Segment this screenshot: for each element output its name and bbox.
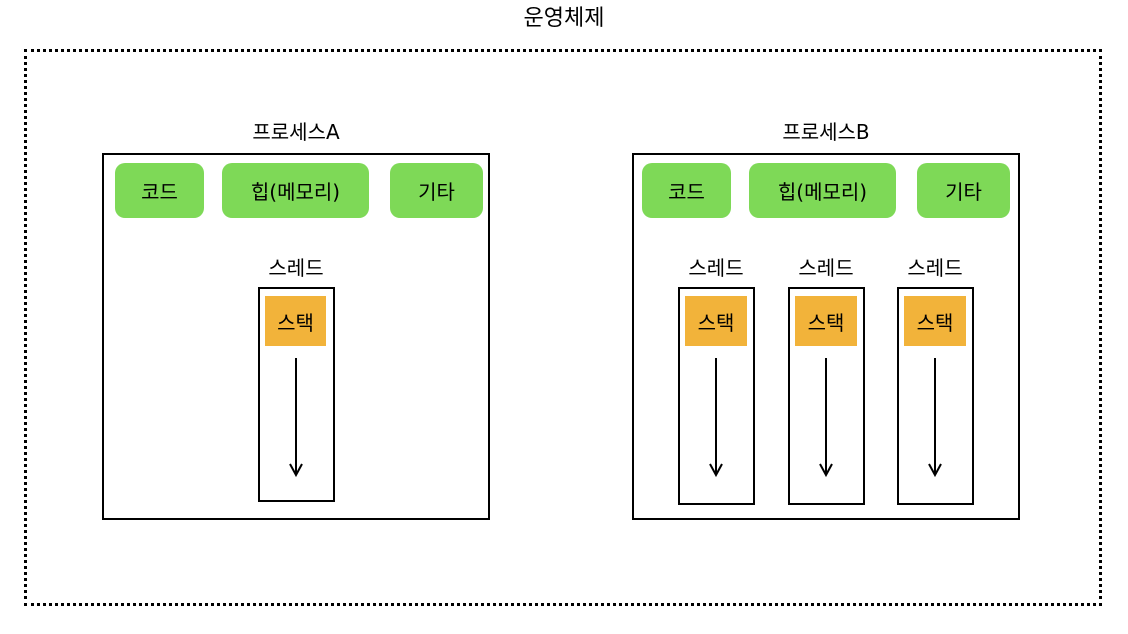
process-b-thread-1-arrow bbox=[709, 358, 723, 478]
process-b-code-segment: 코드 bbox=[642, 163, 731, 218]
os-boundary bbox=[24, 49, 1102, 606]
process-b-thread-3-stack: 스택 bbox=[904, 296, 966, 346]
process-b-thread-1-label: 스레드 bbox=[688, 256, 744, 280]
process-b-thread-3-label: 스레드 bbox=[907, 256, 963, 280]
process-a-thread-1-label: 스레드 bbox=[268, 256, 324, 280]
os-title: 운영체제 bbox=[523, 6, 605, 31]
process-b-thread-1-box bbox=[678, 287, 755, 505]
process-a-title: 프로세스A bbox=[252, 120, 340, 144]
process-b-thread-2-label: 스레드 bbox=[798, 256, 854, 280]
process-a-thread-1-stack: 스택 bbox=[265, 296, 326, 346]
process-b-etc-segment: 기타 bbox=[917, 163, 1010, 218]
process-b-thread-2-stack: 스택 bbox=[795, 296, 857, 346]
process-a-etc-segment: 기타 bbox=[390, 163, 483, 218]
process-a-heap-segment: 힙(메모리) bbox=[222, 163, 369, 218]
process-b-heap-segment: 힙(메모리) bbox=[749, 163, 896, 218]
process-b-thread-2-box bbox=[788, 287, 865, 505]
process-b-thread-2-arrow bbox=[819, 358, 833, 478]
process-b-thread-3-arrow bbox=[928, 358, 942, 478]
process-a-thread-1-box bbox=[258, 287, 335, 502]
process-b-thread-1-stack: 스택 bbox=[685, 296, 747, 346]
process-a-thread-1-arrow bbox=[289, 358, 303, 478]
process-a-code-segment: 코드 bbox=[115, 163, 204, 218]
process-b-title: 프로세스B bbox=[782, 120, 870, 144]
process-b-thread-3-box bbox=[897, 287, 974, 505]
